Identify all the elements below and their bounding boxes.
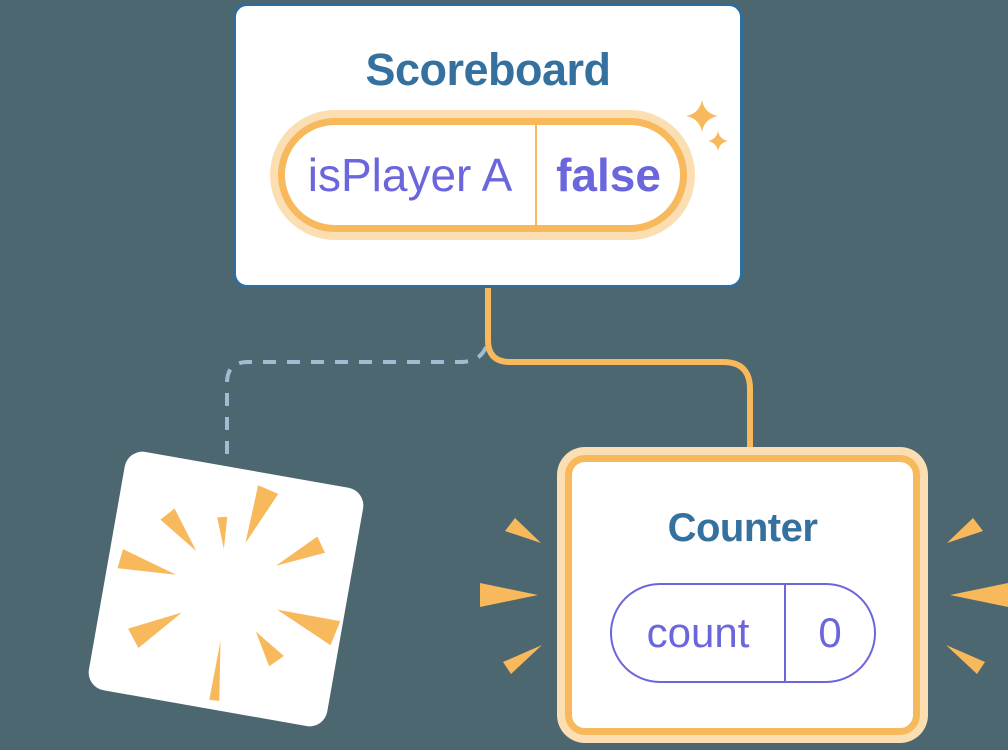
state-value-label: 0: [818, 609, 842, 656]
removed-component-card: [85, 448, 367, 730]
sparkles-icon: [686, 100, 728, 151]
state-value-label: false: [556, 149, 661, 201]
scoreboard-state-pill: isPlayer A false: [278, 118, 687, 232]
state-key-label: isPlayer A: [307, 149, 513, 201]
scoreboard-title: Scoreboard: [365, 44, 611, 95]
pill-divider: [784, 585, 786, 681]
state-connection-line: [485, 287, 753, 456]
state-key-label: count: [646, 609, 750, 656]
pill-divider: [535, 125, 537, 225]
emphasis-rays-left-icon: [480, 518, 542, 674]
counter-component-card: Counter count 0: [565, 455, 920, 735]
counter-state-pill: count 0: [610, 583, 876, 683]
scoreboard-component-card: Scoreboard isPlayer A false: [233, 3, 743, 288]
removed-connection-dashed-line: [225, 346, 488, 459]
poof-burst-icon: [117, 485, 341, 701]
emphasis-rays-right-icon: [946, 518, 1008, 674]
counter-title: Counter: [667, 506, 818, 550]
